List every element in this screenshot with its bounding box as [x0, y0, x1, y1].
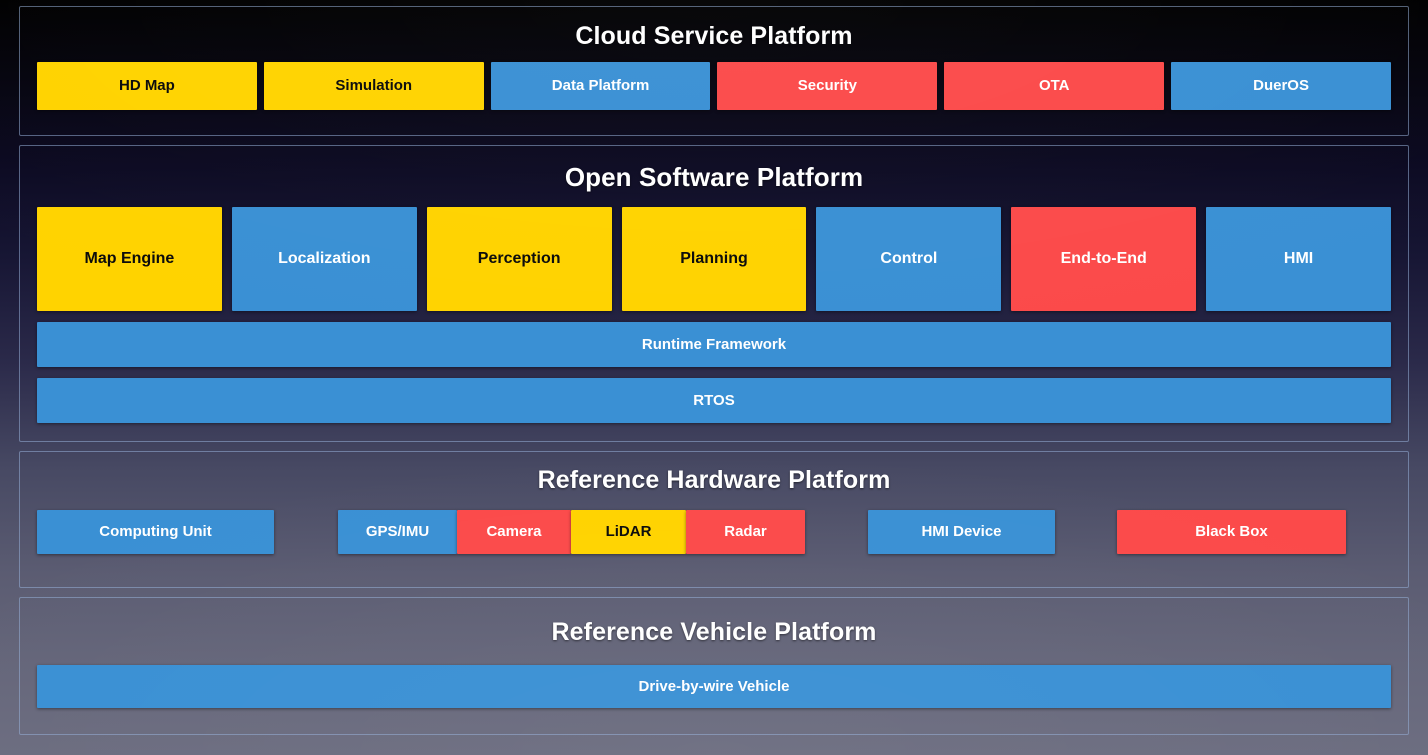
layer-cloud-service-platform: Cloud Service Platform HD Map Simulation…	[19, 6, 1409, 136]
node-localization[interactable]: Localization	[231, 207, 417, 311]
node-gps-imu[interactable]: GPS/IMU	[338, 510, 457, 554]
node-lidar[interactable]: LiDAR	[571, 510, 686, 554]
layer-title-vehicle: Reference Vehicle Platform	[551, 618, 877, 646]
node-perception[interactable]: Perception	[426, 207, 612, 311]
layer-title-software: Open Software Platform	[564, 162, 864, 192]
node-simulation[interactable]: Simulation	[263, 62, 484, 110]
layer-open-software-platform: Open Software Platform Map Engine Locali…	[19, 145, 1409, 442]
software-module-row: Map Engine Localization Perception Plann…	[37, 207, 1392, 311]
layer-reference-hardware-platform: Reference Hardware Platform Computing Un…	[19, 451, 1409, 588]
layer-title-cloud: Cloud Service Platform	[575, 22, 853, 50]
node-control[interactable]: Control	[816, 207, 1002, 311]
node-planning[interactable]: Planning	[621, 207, 807, 311]
bar-rtos[interactable]: RTOS	[37, 378, 1391, 423]
hardware-node-row: Computing Unit GPS/IMU Camera LiDAR Rada…	[37, 510, 1391, 554]
node-hmi-device[interactable]: HMI Device	[868, 510, 1055, 554]
node-hmi[interactable]: HMI	[1206, 207, 1392, 311]
node-end-to-end[interactable]: End-to-End	[1011, 207, 1197, 311]
layer-reference-vehicle-platform: Reference Vehicle Platform Drive-by-wire…	[19, 597, 1409, 735]
bar-runtime-framework[interactable]: Runtime Framework	[37, 322, 1391, 367]
node-computing-unit[interactable]: Computing Unit	[37, 510, 274, 554]
node-data-platform[interactable]: Data Platform	[490, 62, 711, 110]
cloud-node-row: HD Map Simulation Data Platform Security…	[37, 62, 1391, 110]
bar-drive-by-wire-vehicle[interactable]: Drive-by-wire Vehicle	[37, 665, 1391, 708]
node-camera[interactable]: Camera	[457, 510, 571, 554]
node-map-engine[interactable]: Map Engine	[37, 207, 222, 311]
node-black-box[interactable]: Black Box	[1117, 510, 1346, 554]
node-dueros[interactable]: DuerOS	[1171, 62, 1391, 110]
layer-title-hardware: Reference Hardware Platform	[537, 466, 891, 494]
node-radar[interactable]: Radar	[686, 510, 805, 554]
node-security[interactable]: Security	[717, 62, 938, 110]
node-ota[interactable]: OTA	[944, 62, 1165, 110]
node-hd-map[interactable]: HD Map	[37, 62, 257, 110]
